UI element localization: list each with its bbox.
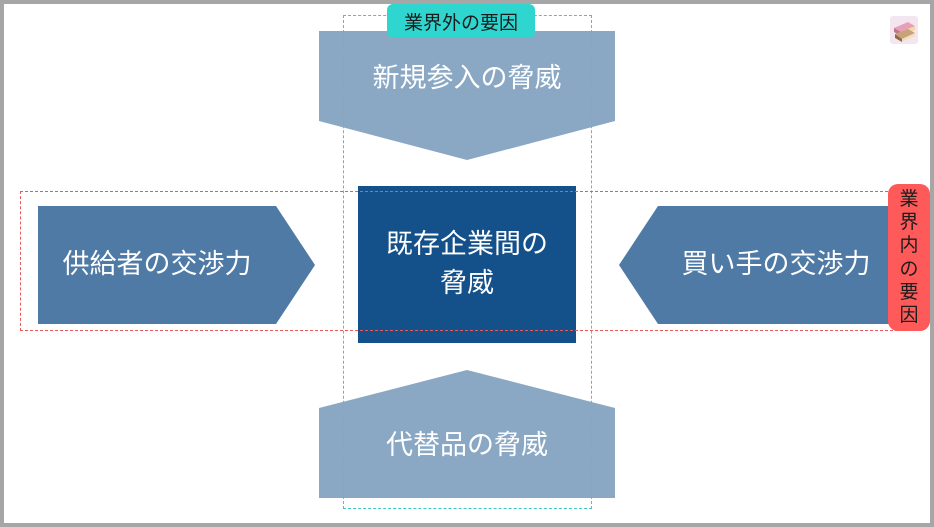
- internal-tag-char: 業: [899, 187, 919, 210]
- internal-tag-char: 要: [899, 280, 919, 303]
- books-icon: [890, 16, 918, 44]
- substitutes-label: 代替品の脅威: [386, 430, 548, 462]
- top-arrow-shape: [319, 31, 615, 160]
- bottom-arrow-shape: [319, 370, 615, 498]
- left-arrow-shape: [38, 206, 315, 324]
- right-arrow-shape: [619, 206, 894, 324]
- external-factors-tag: 業界外の要因: [387, 4, 535, 38]
- internal-tag-char: の: [899, 257, 919, 280]
- rivalry-label-line1: 既存企業間の: [386, 228, 548, 260]
- supplier-power-label: 供給者の交渉力: [62, 249, 252, 281]
- internal-tag-char: 内: [899, 234, 919, 257]
- internal-tag-char: 界: [899, 211, 919, 234]
- rivalry-label: 既存企業間の 脅威: [358, 214, 576, 314]
- center-box-shape: [358, 186, 576, 343]
- internal-tag-char: 因: [899, 303, 919, 326]
- rivalry-label-line2: 脅威: [440, 268, 494, 299]
- new-entrants-label: 新規参入の脅威: [372, 63, 562, 95]
- buyer-power-label: 買い手の交渉力: [681, 249, 871, 281]
- internal-factors-tag: 業 界 内 の 要 因: [888, 184, 930, 331]
